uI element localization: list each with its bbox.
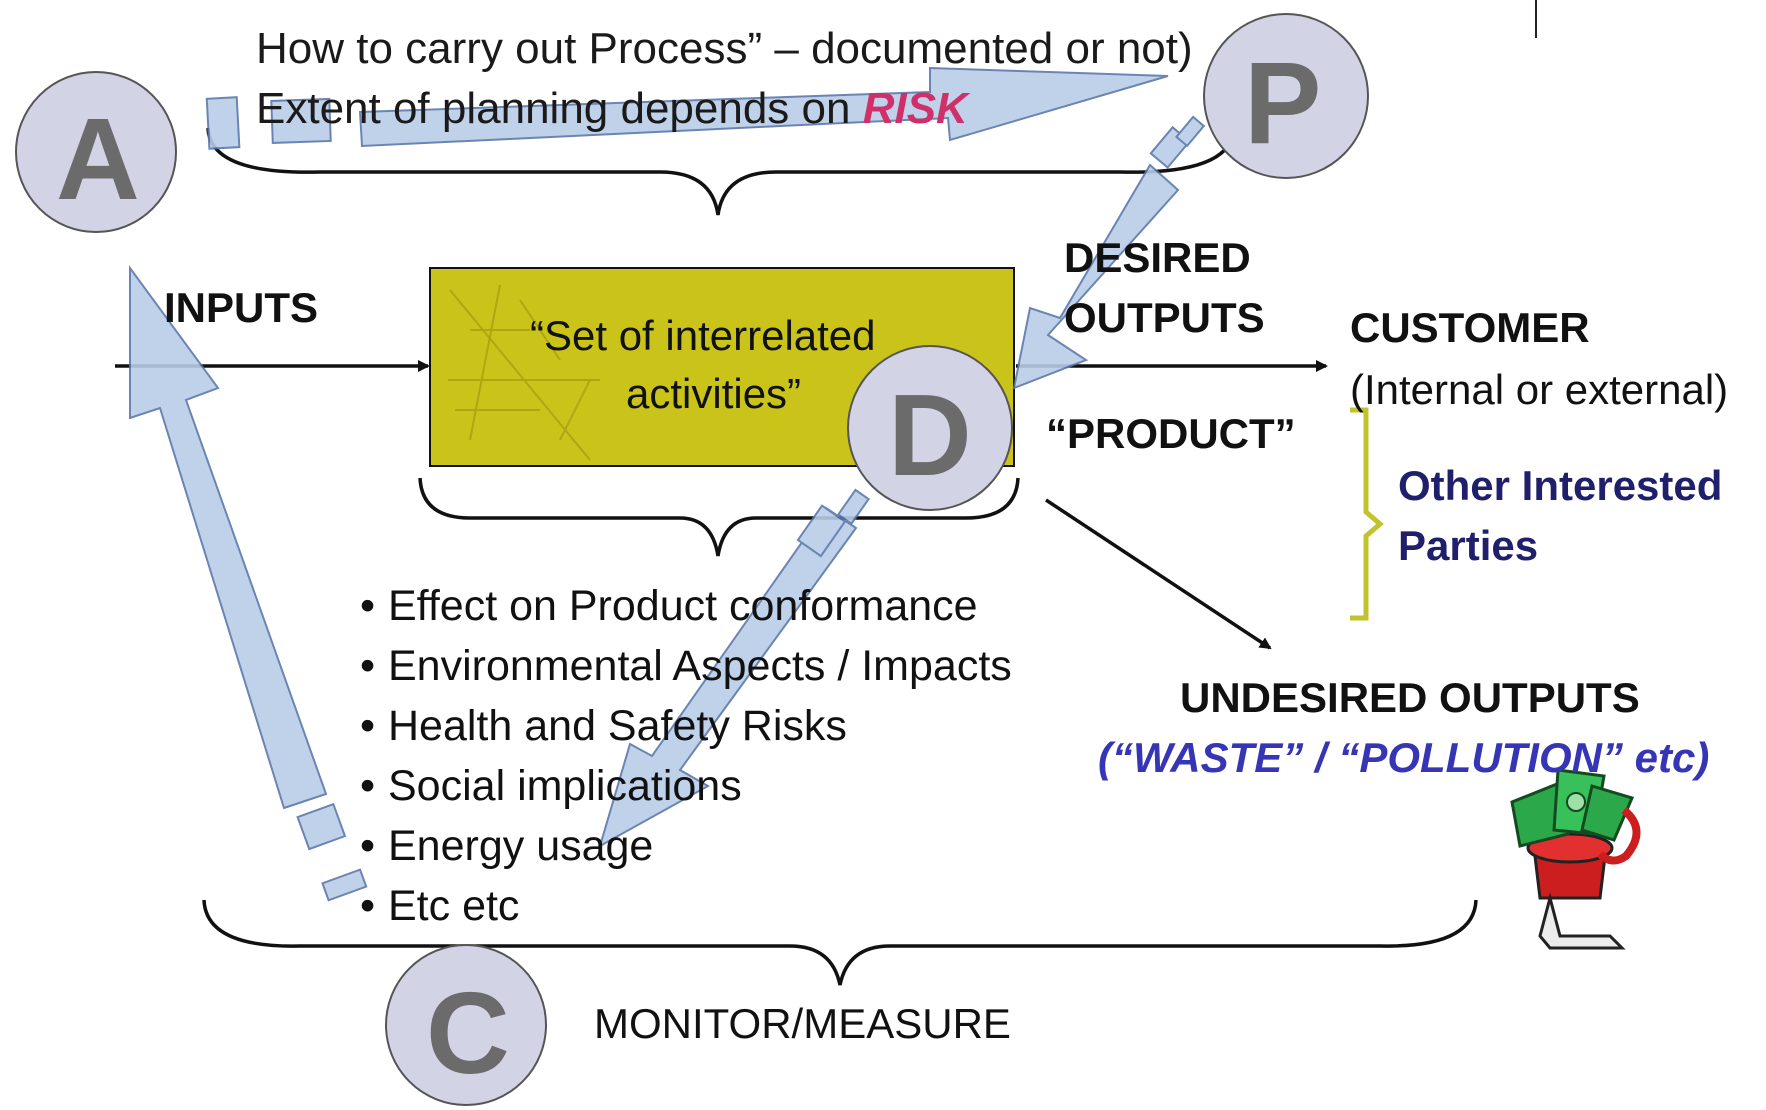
list-item: •Environmental Aspects / Impacts	[360, 642, 1012, 690]
planning-prefix: Extent of planning depends on	[256, 84, 863, 133]
product-label: “PRODUCT”	[1046, 410, 1296, 457]
pdca-arrows	[129, 66, 1206, 902]
waste-label: (“WASTE” / “POLLUTION” etc)	[1098, 734, 1710, 781]
check-to-act-arrow	[129, 264, 328, 810]
plan-to-do-arrow	[1012, 163, 1180, 390]
undesired-line	[1045, 498, 1272, 650]
desired-outputs-line-2: OUTPUTS	[1064, 294, 1265, 341]
plan-letter: P	[1244, 38, 1322, 168]
customer-sub-label: (Internal or external)	[1350, 366, 1729, 413]
cycle-circles	[15, 13, 1369, 1106]
process-line-2: activities”	[626, 370, 802, 417]
interested-parties-bracket	[1350, 407, 1384, 621]
list-item: •Energy usage	[360, 822, 654, 870]
planning-brace	[206, 127, 1236, 216]
undesired-outputs-label: UNDESIRED OUTPUTS	[1180, 674, 1640, 721]
list-item: •Etc etc	[360, 882, 520, 930]
desired-outputs-line-1: DESIRED	[1064, 234, 1251, 281]
planning-line-2: Extent of planning depends on RISK	[256, 84, 968, 134]
list-item: •Health and Safety Risks	[360, 702, 847, 750]
customer-label: CUSTOMER	[1350, 304, 1590, 351]
act-letter: A	[56, 94, 140, 224]
money-plant-pot-icon	[1510, 768, 1641, 950]
check-circle	[385, 944, 547, 1106]
inputs-label: INPUTS	[164, 284, 319, 331]
process-brace	[418, 477, 1020, 557]
monitor-brace	[202, 899, 1478, 986]
other-parties-line-1: Other Interested	[1398, 462, 1723, 509]
fishbone-sketch	[448, 284, 600, 461]
planning-line-1: How to carry out Process” – documented o…	[256, 24, 1193, 73]
act-to-plan-arrow	[358, 66, 1169, 148]
check-letter: C	[426, 968, 510, 1098]
act-circle	[15, 71, 177, 233]
risk-text: RISK	[862, 84, 968, 133]
plan-circle	[1203, 13, 1369, 179]
considerations-list: •Effect on Product conformance •Environm…	[360, 578, 1012, 938]
do-letter: D	[888, 370, 972, 500]
process-line-1: “Set of interrelated	[530, 312, 876, 359]
monitor-measure-label: MONITOR/MEASURE	[594, 1000, 1011, 1047]
do-to-check-arrow	[598, 506, 858, 849]
other-parties-line-2: Parties	[1398, 522, 1539, 569]
list-item: •Social implications	[360, 762, 742, 810]
list-item: •Effect on Product conformance	[360, 582, 978, 630]
do-circle	[847, 345, 1013, 511]
